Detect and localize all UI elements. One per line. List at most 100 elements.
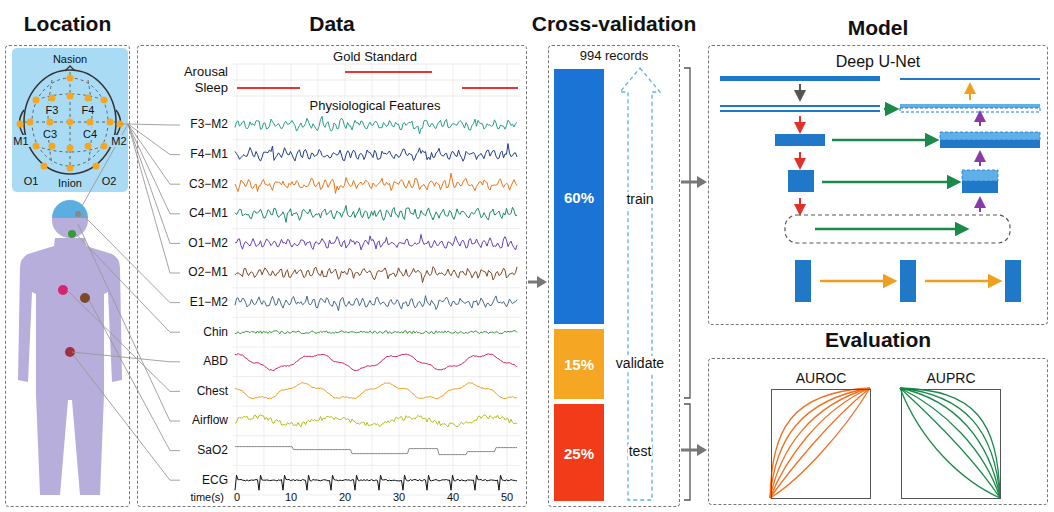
signal-name: Chin — [203, 326, 228, 339]
art-circle — [93, 163, 100, 170]
node-heading: 25% — [564, 444, 594, 461]
art-circle — [67, 93, 74, 100]
art-rect — [775, 134, 825, 146]
art-rect — [788, 170, 814, 192]
art-path — [18, 238, 122, 495]
flow-arrow — [528, 276, 547, 288]
figure-label: Physiological Features — [309, 99, 442, 113]
art-line — [832, 139, 932, 142]
figure-label: Arousal — [184, 65, 228, 79]
signal-name: Airflow — [192, 414, 228, 427]
art-rect — [962, 181, 998, 193]
figure-label: 10 — [285, 491, 297, 503]
art-ellipse — [24, 70, 116, 174]
arrow-shaft — [681, 181, 699, 184]
figure-label: 0 — [234, 491, 240, 503]
plot-grid — [233, 64, 520, 495]
grid-line — [233, 228, 520, 229]
node-heading: 15% — [564, 356, 594, 373]
art-circle — [67, 145, 74, 152]
grid-line — [233, 169, 520, 170]
signal-traces — [235, 116, 517, 490]
grid-line — [233, 96, 520, 97]
grid-line — [233, 376, 520, 377]
signal-name: ECG — [202, 474, 228, 487]
figure-label: 20 — [339, 491, 351, 503]
grid-line — [237, 64, 238, 488]
signal-trace — [235, 296, 517, 311]
art-rect — [720, 76, 880, 81]
art-rect — [962, 170, 998, 181]
figure-label: 50 — [501, 491, 513, 503]
art-circle — [33, 97, 40, 104]
figure-label: M2 — [110, 135, 127, 147]
unet-drawing — [720, 76, 1040, 302]
figure-label: time(s) — [190, 491, 224, 503]
signal-trace — [235, 415, 517, 427]
signal-trace — [235, 144, 517, 162]
grid-line — [233, 80, 520, 81]
signal-name: O1−M2 — [188, 237, 228, 250]
art-circle — [85, 143, 92, 150]
art-line — [979, 202, 981, 212]
art-path — [900, 388, 1000, 498]
art-polyline — [74, 356, 180, 480]
art-line — [799, 116, 801, 128]
art-rect — [940, 140, 1040, 148]
figure-label: train — [625, 192, 654, 207]
auprc-box: AUPRC — [901, 389, 1001, 499]
arrow-head — [697, 176, 707, 188]
grid-line — [233, 406, 520, 407]
grid-line — [264, 64, 265, 488]
grid-line — [233, 287, 520, 288]
art-circle — [75, 211, 81, 217]
art-line — [979, 116, 981, 126]
art-circle — [17, 121, 24, 128]
signal-trace — [235, 331, 517, 334]
test-bar: 25% — [554, 404, 604, 501]
signal-name: SaO2 — [197, 444, 228, 457]
art-line — [462, 87, 518, 89]
art-circle — [67, 119, 74, 126]
art-line — [815, 228, 962, 231]
art-rect — [900, 108, 1040, 112]
art-g — [24, 72, 116, 172]
art-rect — [720, 110, 880, 112]
flow-arrow — [681, 444, 707, 456]
art-polyline — [684, 68, 690, 398]
signal-name: O2−M1 — [188, 266, 228, 279]
art-polyline — [76, 234, 180, 332]
art-line — [820, 280, 890, 283]
figure-label: Gold Standard — [333, 50, 417, 64]
art-circle — [49, 143, 56, 150]
art-polyline — [128, 124, 180, 214]
grid-line — [233, 435, 520, 436]
art-circle — [87, 119, 94, 126]
art-circle — [33, 143, 40, 150]
figure-label: test — [628, 444, 653, 459]
figure-label: F3 — [45, 104, 60, 116]
figure-label: 30 — [393, 491, 405, 503]
grid-line — [233, 199, 520, 200]
figure-label: M1 — [12, 135, 29, 147]
signal-name: E1−M2 — [190, 296, 228, 309]
roc-curves — [770, 388, 870, 498]
figure-label: validate — [615, 356, 665, 371]
figure-label: Inion — [57, 177, 83, 189]
arrow-head — [537, 276, 547, 288]
node-heading: AUPRC — [926, 370, 975, 386]
art-path — [770, 388, 870, 498]
art-polyline — [67, 290, 180, 391]
head-map — [12, 48, 128, 192]
signal-trace — [235, 447, 517, 455]
figure-label: 994 records — [580, 49, 649, 63]
art-polyline — [81, 213, 180, 303]
grid-line — [233, 139, 520, 140]
art-circle — [101, 143, 108, 150]
art-rect — [940, 132, 1040, 140]
node-heading: Data — [309, 12, 355, 36]
art-polyline — [128, 124, 180, 155]
signal-trace — [235, 267, 517, 283]
node-heading: 60% — [564, 188, 594, 205]
dashed-arrow — [620, 68, 660, 500]
